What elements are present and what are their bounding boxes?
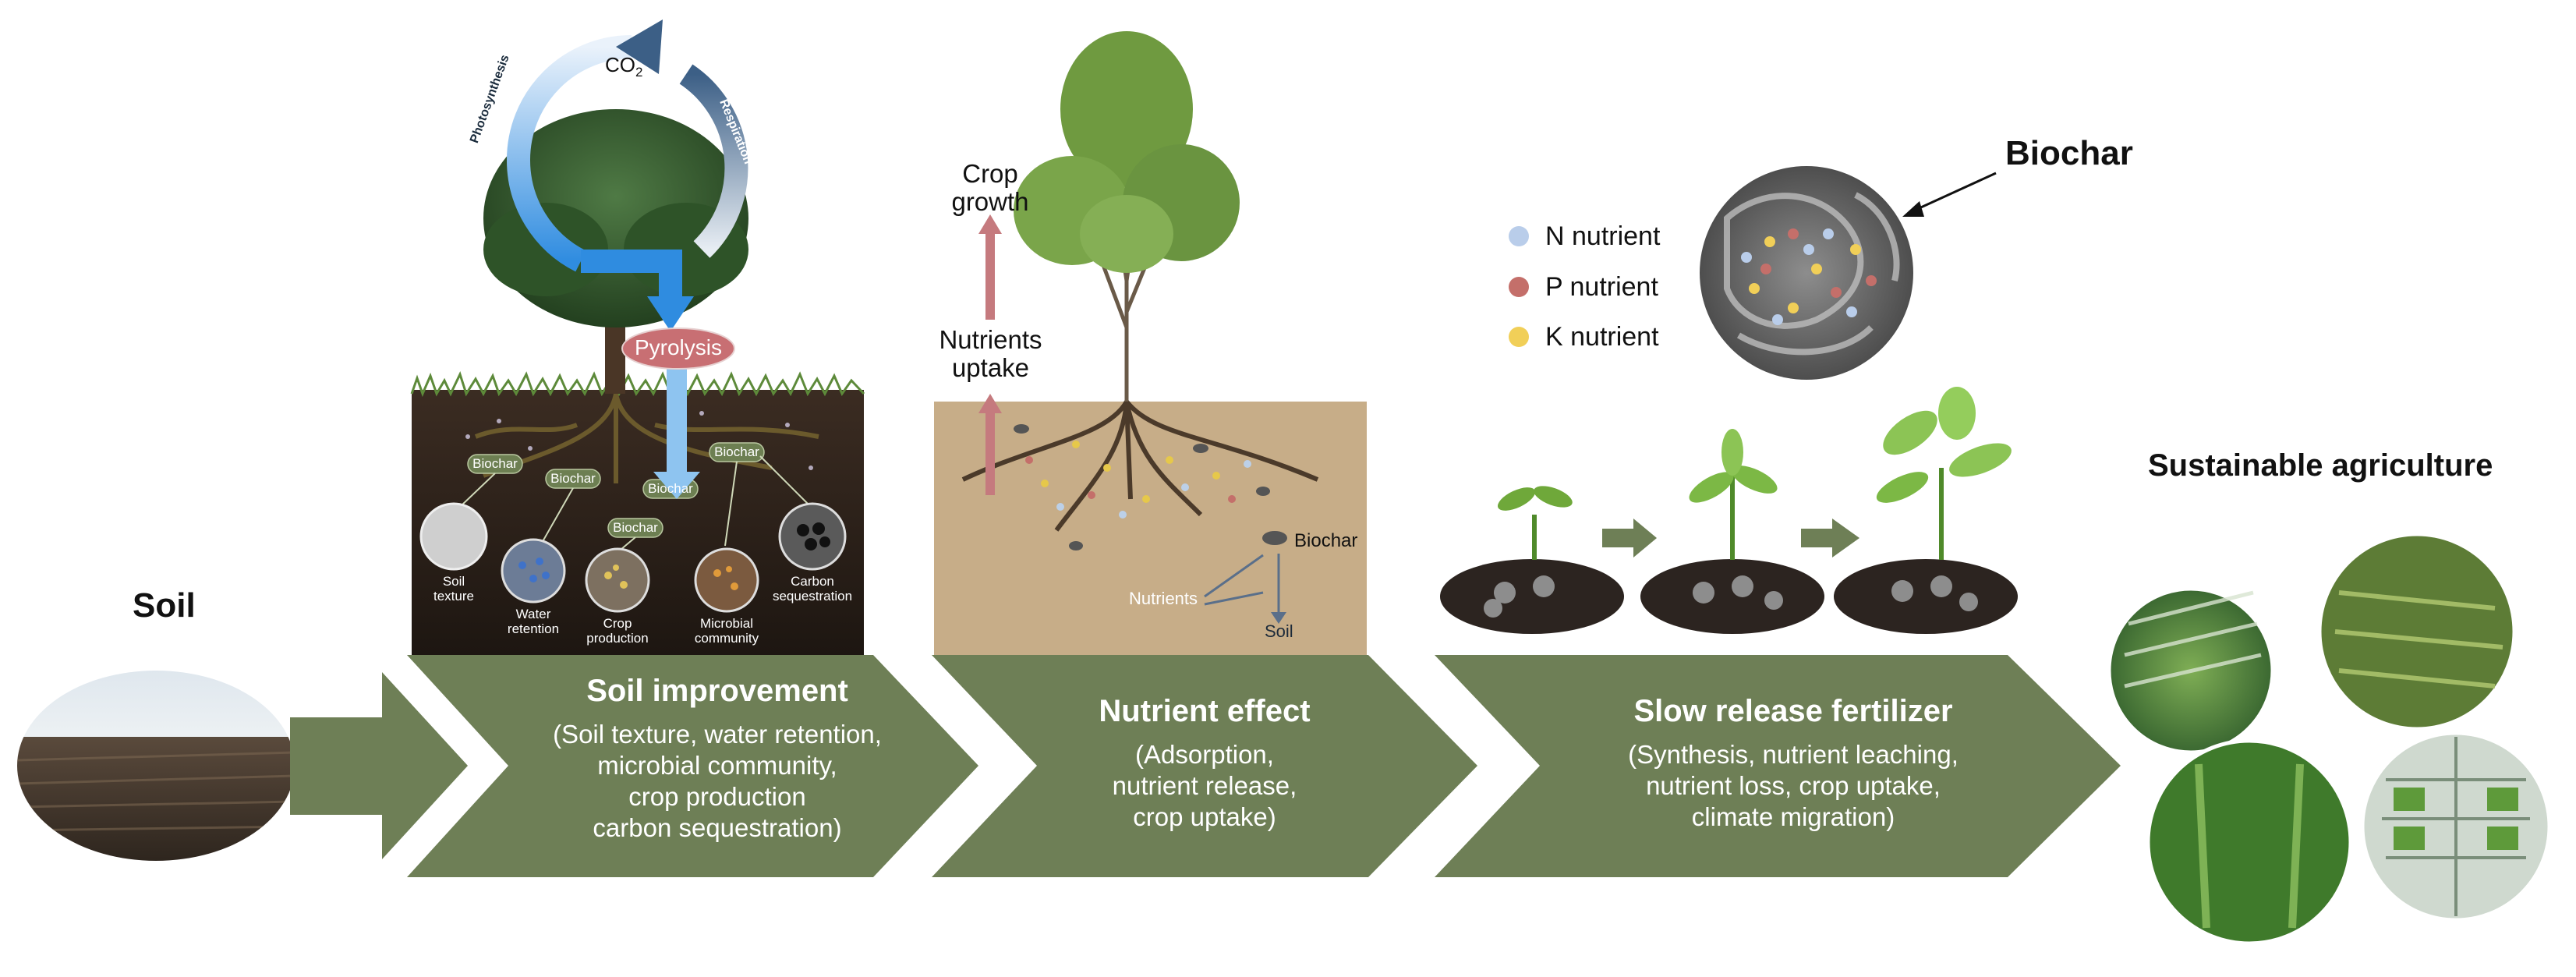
section-title-nutrient-effect: Nutrient effect [1099, 694, 1311, 728]
soil-small-label: Soil [1265, 621, 1293, 641]
section-desc-nutrient-effect: (Adsorption, nutrient release, crop upta… [1112, 740, 1297, 831]
biochar-title: Biochar [2005, 134, 2133, 172]
section-desc-slow-release-fertilizer: (Synthesis, nutrient leaching, nutrient … [1628, 740, 1959, 831]
chevron-slow-release [1435, 655, 2121, 877]
carbon-cycle-arrows [506, 19, 748, 499]
pyrolysis-label: Pyrolysis [634, 335, 722, 359]
legend-swatches [1509, 226, 1529, 347]
nutrients-uptake-arrow [978, 394, 1002, 495]
biochar-tag: Biochar [613, 520, 658, 535]
circle-label-carbon-sequestration: Carbon sequestration [772, 574, 853, 604]
legend-n-nutrient: N nutrient [1545, 221, 1661, 251]
legend-p-nutrient: P nutrient [1545, 272, 1658, 302]
circle-label-water-retention: Water retention [507, 607, 560, 636]
soil-title: Soil [133, 586, 196, 625]
section-title-soil-improvement: Soil improvement [586, 674, 848, 708]
nutrient-effect-illustration [934, 400, 1367, 655]
section-title-slow-release-fertilizer: Slow release fertilizer [1633, 694, 1953, 728]
chevron-soil-improvement [407, 655, 978, 877]
legend-k-nutrient: K nutrient [1545, 322, 1659, 352]
chevron-nutrient-effect [932, 655, 1477, 877]
seedling-growth-sequence [1440, 387, 2018, 634]
circle-label-soil-texture: Soil texture [433, 574, 474, 604]
seedling-medium [1640, 429, 1824, 634]
biochar-pointer-arrow [1902, 172, 1997, 217]
section-desc-soil-improvement: (Soil texture, water retention, microbia… [553, 720, 882, 842]
nutrients-small-label: Nutrients [1129, 589, 1198, 608]
biochar-tag: Biochar [472, 456, 518, 471]
sustainable-agriculture-collage [2107, 532, 2552, 946]
arrow-into-soil-improvement [290, 672, 468, 859]
circle-label-microbial-community: Microbial community [694, 616, 759, 646]
seedling-large [1834, 387, 2018, 634]
circle-label-crop-production: Crop production [586, 616, 649, 646]
co2-label: CO2 [605, 53, 643, 80]
crop-tree-illustration [1014, 31, 1240, 402]
soil-improvement-illustration [410, 370, 865, 655]
biochar-tag: Biochar [648, 481, 693, 496]
seedling-small [1440, 486, 1624, 634]
sustainable-agriculture-title: Sustainable agriculture [2148, 448, 2493, 483]
biochar-tag: Biochar [550, 471, 596, 486]
biochar-tag: Biochar [714, 444, 759, 459]
soil-field-image [17, 671, 295, 861]
crop-growth-arrow [978, 214, 1002, 320]
biochar-small-label: Biochar [1294, 530, 1358, 551]
pyrolysis-badge [621, 327, 735, 370]
biochar-sem-image [1700, 166, 1913, 380]
